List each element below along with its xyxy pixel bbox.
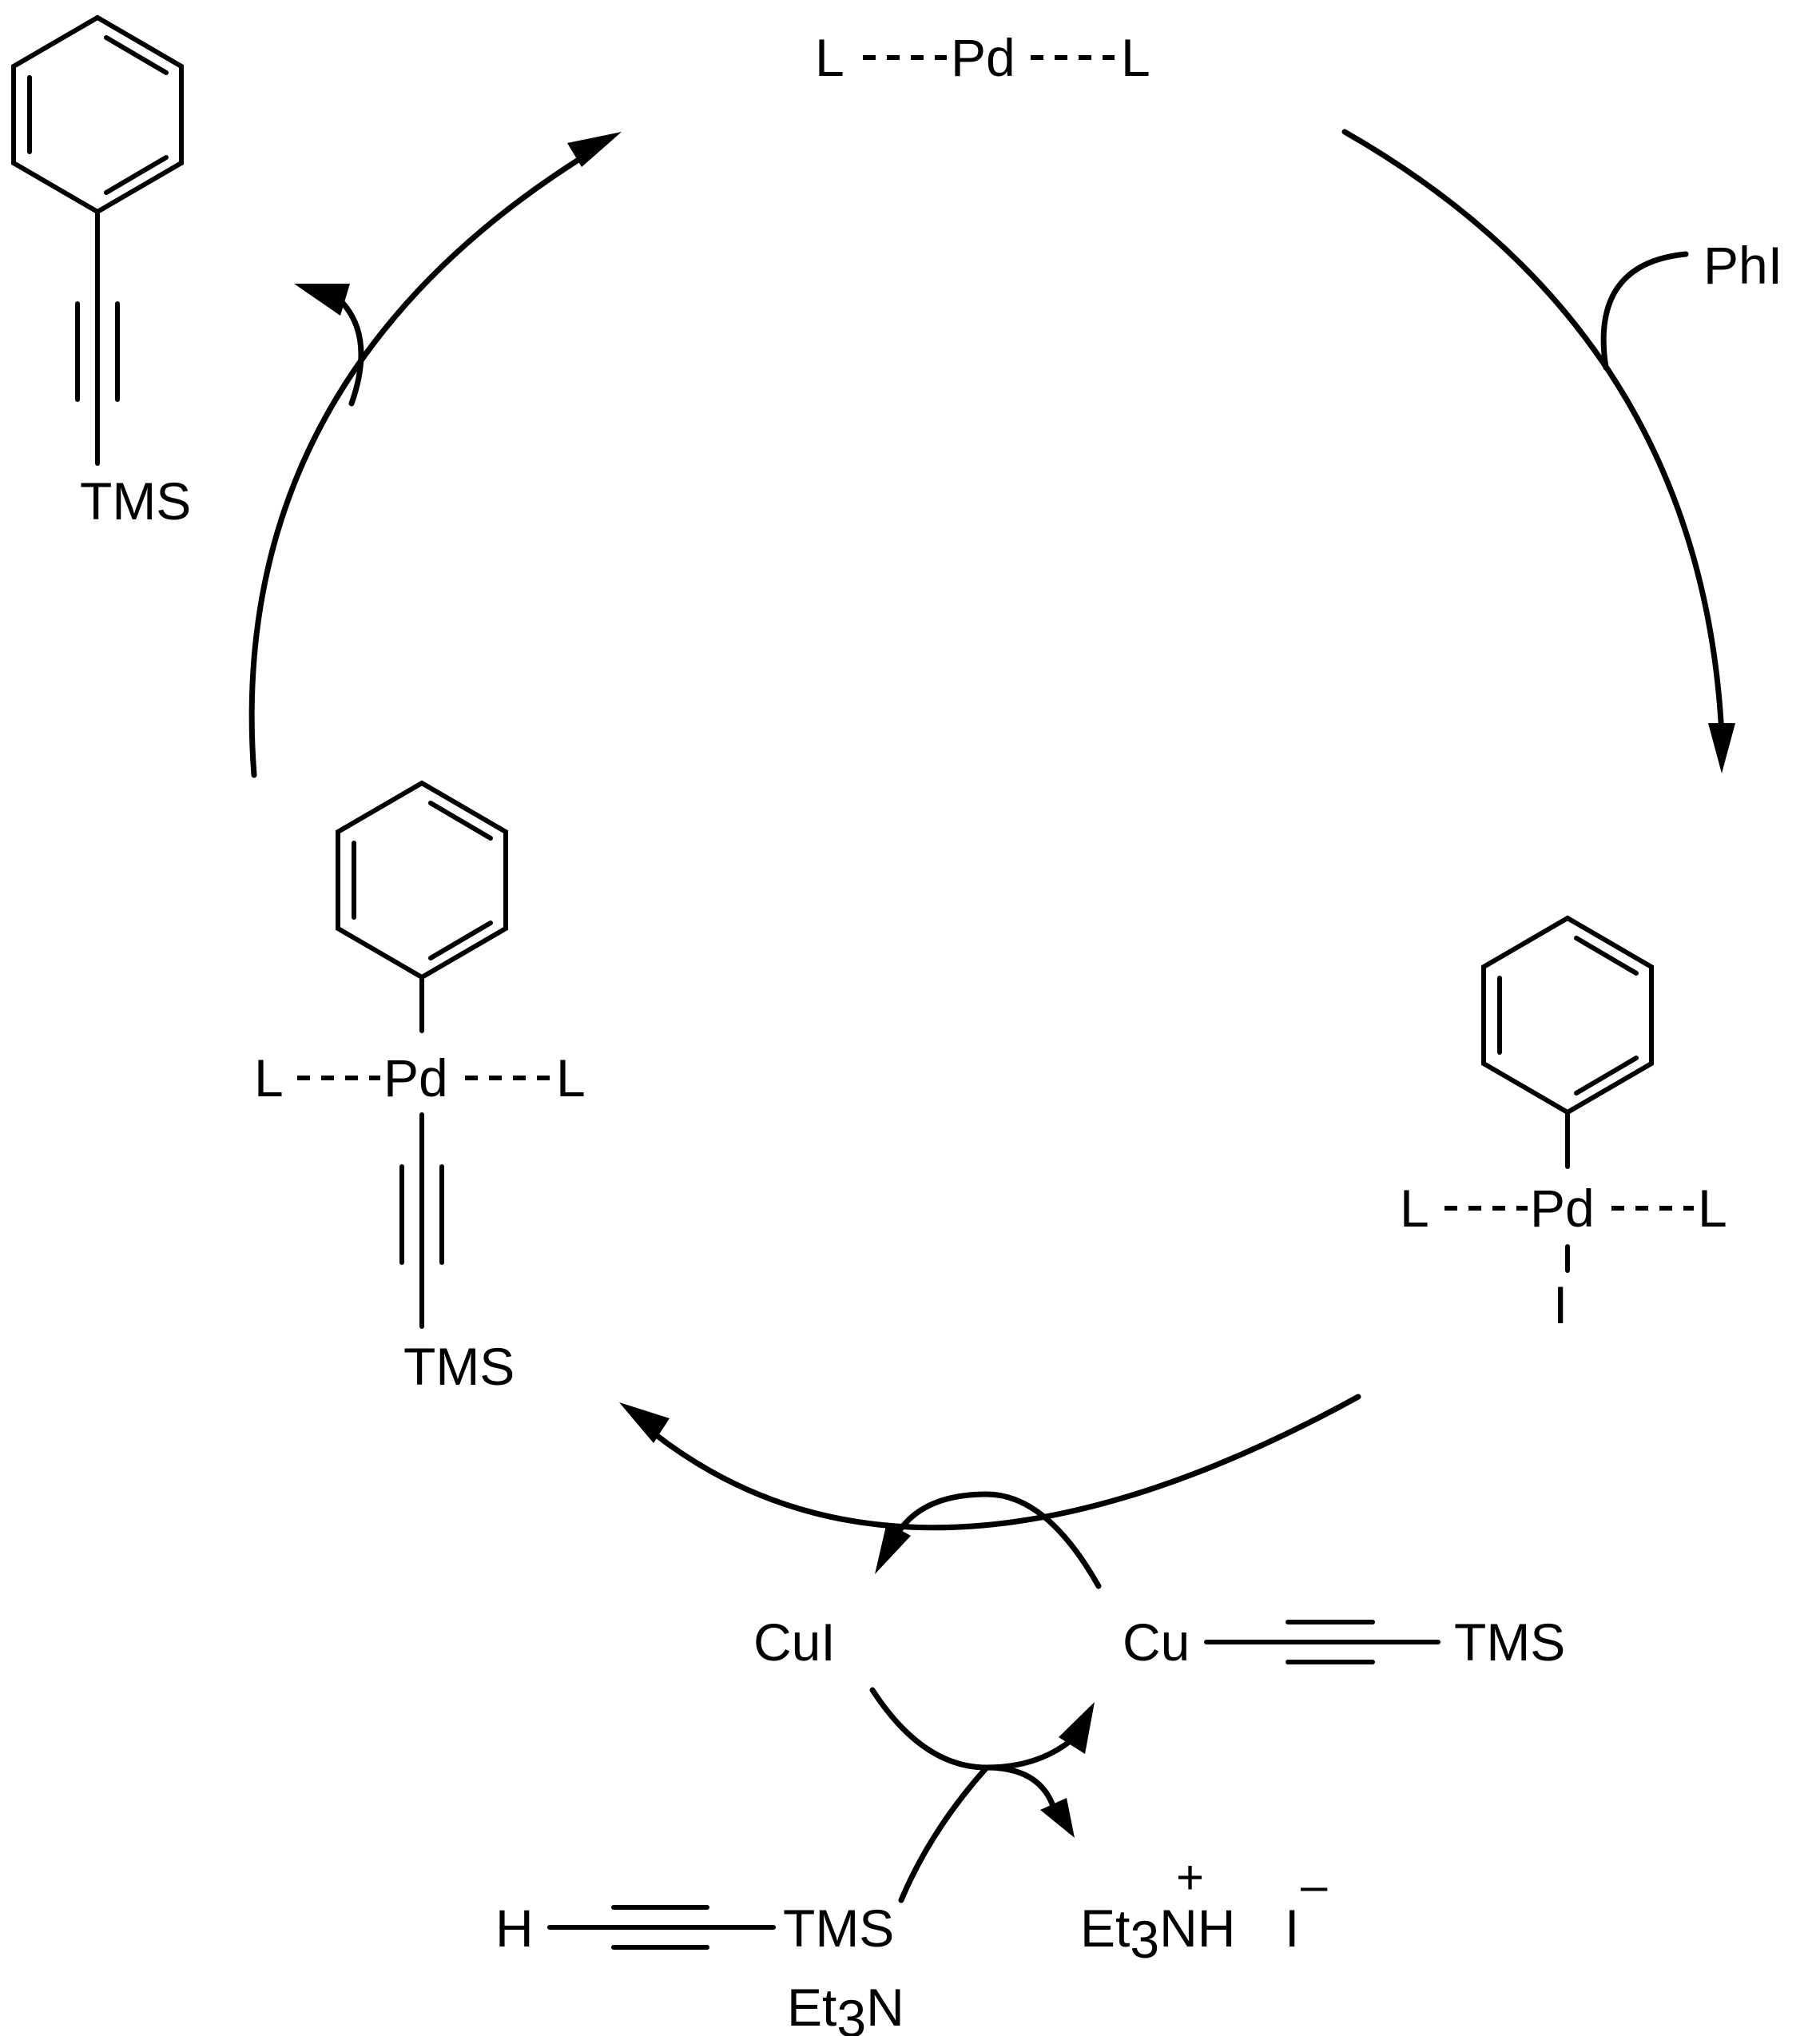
pd0-metal: Pd	[951, 28, 1015, 87]
oxidative-addition-arrowhead	[1708, 723, 1735, 773]
transmetalated-benzene-ring	[336, 780, 508, 980]
reductive-elimination-arrow	[248, 145, 601, 778]
pd0-complex: L Pd L	[815, 28, 1150, 87]
transmetalated-metal: Pd	[383, 1048, 448, 1107]
adduct-inner-double-bond	[1574, 936, 1639, 976]
copper-cycle: CuI Cu TMS H TMS Et3N Et3NH + I –	[495, 1491, 1565, 2036]
product-tms-label: TMS	[80, 471, 191, 531]
product-release-arrowhead	[294, 284, 350, 316]
alkyne-entry-curl	[898, 1764, 990, 1903]
transmetalated-tms-label: TMS	[403, 1337, 515, 1396]
transmetalation-arrowhead	[619, 1402, 670, 1443]
acetylide-formation-arrowhead	[1059, 1702, 1095, 1754]
salt-cation-label: Et3NH	[1080, 1899, 1235, 1969]
cui-regeneration-arrow	[892, 1491, 1102, 1589]
transmetalated-inner-double-bond	[428, 921, 493, 960]
terminal-alkyne-h: H	[495, 1899, 534, 1958]
adduct-metal: Pd	[1530, 1179, 1595, 1238]
product-inner-double-bond	[104, 155, 169, 195]
acetylide-formation-arrow	[869, 1687, 1082, 1771]
product-inner-double-bond	[104, 35, 169, 75]
product-benzene-ring	[11, 14, 184, 215]
salt-iodide: I	[1285, 1899, 1299, 1958]
phi-entry-curl	[1600, 251, 1689, 371]
oxidative-adduct: L Pd L I	[1400, 915, 1727, 1334]
base-label: Et3N	[787, 1978, 904, 2036]
pd-cycle-arrows	[248, 129, 1735, 1531]
base-subscript: 3	[836, 1989, 866, 2036]
adduct-inner-double-bond	[1574, 1056, 1639, 1096]
copper-iodide-label: CuI	[753, 1612, 836, 1672]
pd0-ligand-left: L	[815, 28, 844, 87]
reductive-elimination-arrowhead	[567, 132, 622, 167]
transmetalation-arrow	[652, 1394, 1361, 1531]
salt-plus-charge: +	[1176, 1851, 1204, 1904]
copper-acetylide-metal: Cu	[1123, 1612, 1190, 1672]
salt-release-curl	[984, 1764, 1056, 1809]
product-molecule: TMS	[11, 14, 191, 531]
transmetalated-ligand-right: L	[556, 1048, 586, 1107]
transmetalated-ligand-left: L	[254, 1048, 284, 1107]
adduct-iodide: I	[1553, 1275, 1568, 1334]
product-release-curl	[336, 296, 364, 407]
copper-acetylide-tms: TMS	[1454, 1612, 1565, 1672]
reagent-phi: PhI	[1703, 236, 1782, 295]
salt-nh: NH	[1159, 1899, 1235, 1958]
adduct-ligand-right: L	[1698, 1179, 1727, 1238]
adduct-ligand-left: L	[1400, 1179, 1429, 1238]
base-et: Et	[787, 1978, 836, 2036]
transmetalated-inner-double-bond	[428, 801, 493, 841]
salt-et: Et	[1080, 1899, 1130, 1958]
salt-subscript: 3	[1130, 1910, 1159, 1969]
terminal-alkyne-tms: TMS	[783, 1899, 894, 1958]
oxidative-addition-arrow	[1341, 129, 1725, 738]
salt-minus-charge: –	[1301, 1859, 1328, 1912]
base-n: N	[866, 1978, 904, 2036]
transmetalated-complex: L Pd L TMS	[254, 780, 586, 1396]
cui-regeneration-arrowhead	[875, 1522, 911, 1574]
salt-release-arrowhead	[1040, 1798, 1075, 1838]
adduct-benzene-ring	[1481, 915, 1654, 1115]
pd0-ligand-right: L	[1121, 28, 1150, 87]
